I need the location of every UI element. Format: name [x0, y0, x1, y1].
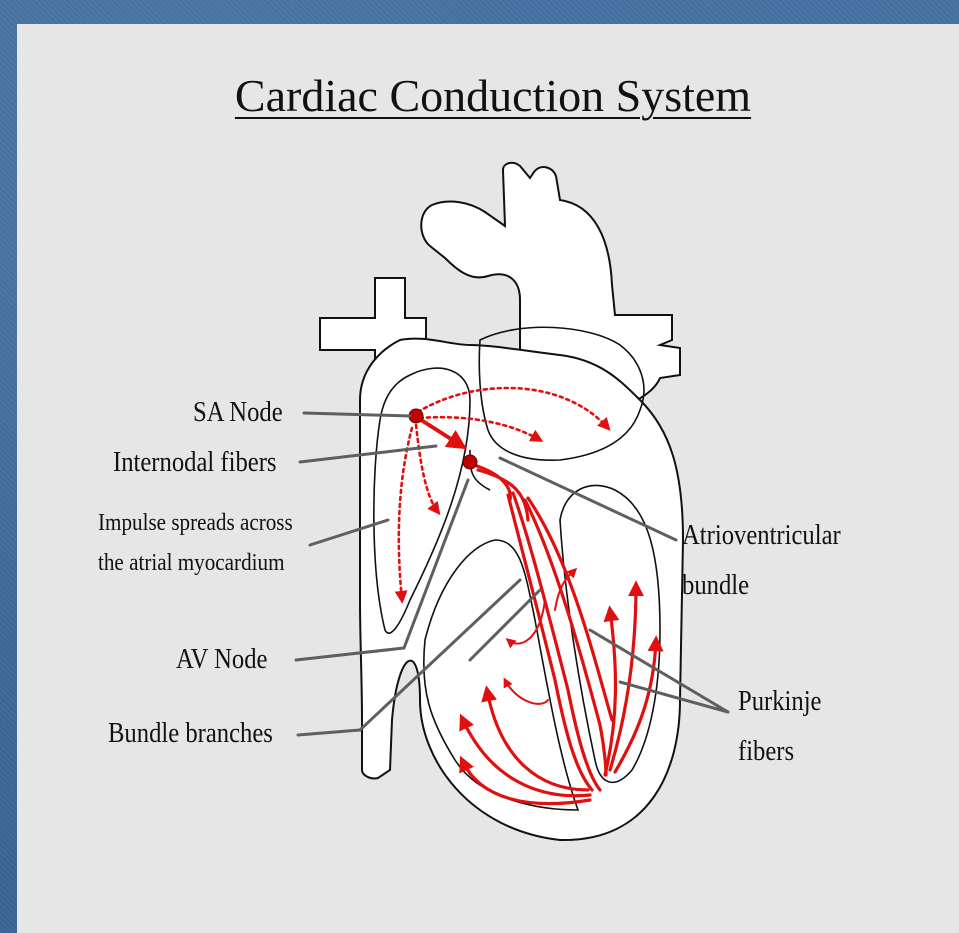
label-bundle-branches: Bundle branches	[108, 718, 273, 750]
av-node-dot	[463, 455, 477, 469]
label-impulse-line-2: the atrial myocardium	[98, 548, 284, 578]
label-sa-node: SA Node	[193, 397, 283, 429]
label-internodal-fibers: Internodal fibers	[113, 447, 277, 479]
label-av-bundle-line-1: Atrioventricular	[682, 520, 841, 552]
label-purkinje-line-1: Purkinje	[738, 686, 822, 718]
label-av-node: AV Node	[176, 644, 268, 676]
label-impulse-line-1: Impulse spreads across	[98, 508, 293, 538]
label-av-bundle-line-2: bundle	[682, 570, 749, 602]
leader-bundle-branches-1	[298, 730, 360, 735]
label-purkinje-line-2: fibers	[738, 736, 794, 768]
